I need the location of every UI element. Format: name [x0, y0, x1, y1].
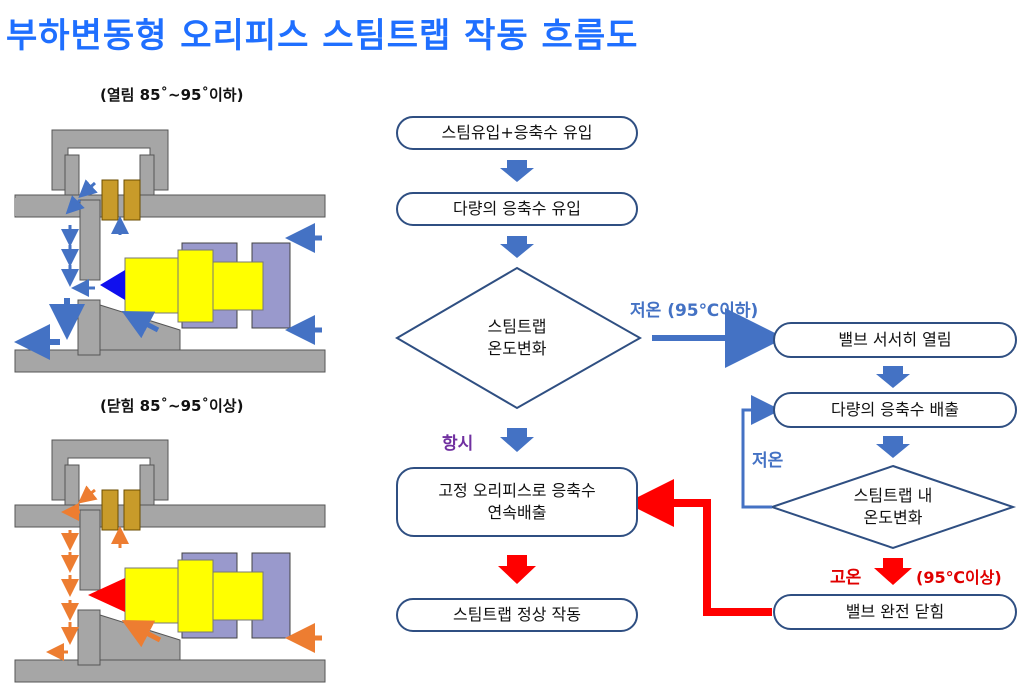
box-normal-operation: 스팀트랩 정상 작동: [396, 598, 638, 632]
box-steam-inflow: 스팀유입+응축수 유입: [396, 116, 638, 150]
label-high-temp-range: (95℃이상): [916, 568, 1002, 587]
box-large-condensate-inflow: 다량의 응축수 유입: [396, 192, 638, 226]
page-title: 부하변동형 오리피스 스팀트랩 작동 흐름도: [6, 16, 639, 56]
high-temp-return-path: [626, 479, 772, 616]
box-orifice-discharge: 고정 오리피스로 응축수 연속배출: [396, 467, 638, 537]
label-low-temp-2: 저온: [752, 451, 784, 471]
label-low-temp-1: 저온 (95℃이하): [630, 301, 759, 321]
box-valve-slowly-open: 밸브 서서히 열림: [773, 322, 1017, 358]
trap-illustrations: [14, 129, 326, 683]
close-state-caption: (닫힘 85˚~95˚이상): [100, 397, 244, 415]
box-large-discharge: 다량의 응축수 배출: [773, 392, 1017, 428]
open-trap-illustration: [14, 129, 326, 373]
label-high-temp: 고온: [830, 568, 862, 588]
label-always: 항시: [442, 434, 474, 454]
open-state-caption: (열림 85˚~95˚이하): [100, 86, 244, 104]
box-valve-fully-closed: 밸브 완전 닫힘: [773, 594, 1017, 630]
closed-trap-illustration: [14, 439, 326, 683]
decision2-text: 스팀트랩 내 온도변화: [853, 486, 933, 527]
decision1-text: 스팀트랩 온도변화: [487, 317, 547, 358]
